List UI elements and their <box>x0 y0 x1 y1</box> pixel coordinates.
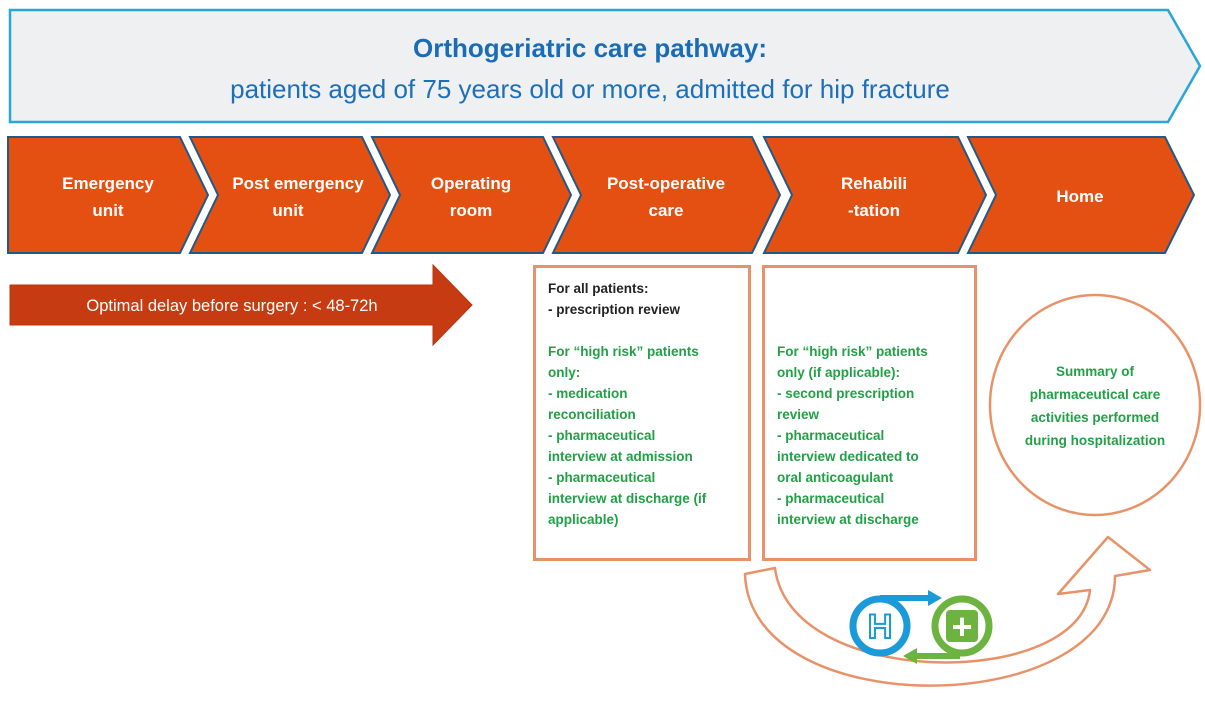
pharmacy-icon-glyph: + <box>951 606 972 647</box>
rehab-high-risk-line: review <box>777 407 820 422</box>
postop-activities-box: For all patients: - prescription review … <box>533 265 751 561</box>
summary-line: during hospitalization <box>1024 433 1166 448</box>
pharmacy-cross-bg-icon <box>946 610 978 642</box>
summary-circle-text: Summary of pharmaceutical care activitie… <box>1000 360 1190 452</box>
rehab-high-risk-line: - second prescription <box>777 386 915 401</box>
summary-circle <box>988 293 1202 517</box>
step-label-line1: Operating <box>431 174 511 193</box>
rehab-activities-box: For “high risk” patients only (if applic… <box>762 265 977 561</box>
step-post-emergency-unit: Post emergency unit <box>188 136 392 254</box>
summary-line: pharmaceutical care <box>1029 387 1161 402</box>
step-post-operative-care: Post-operative care <box>551 136 782 254</box>
step-label-line1: Rehabili <box>841 174 907 193</box>
summary-line: Summary of <box>1055 364 1135 379</box>
hospital-icon <box>849 595 911 657</box>
postop-high-risk-line: - medication <box>548 386 628 401</box>
transfer-arrowhead-bottom-icon <box>903 648 917 664</box>
postop-high-risk-line: - pharmaceutical <box>548 428 656 443</box>
delay-arrow-label: Optimal delay before surgery : < 48-72h <box>86 297 377 315</box>
postop-high-risk-line: For “high risk” patients <box>548 344 699 359</box>
postop-all-heading: For all patients: <box>548 281 649 296</box>
step-label-line1: Emergency <box>62 174 154 193</box>
postop-high-risk-line: only: <box>548 365 581 380</box>
step-label-line1: Post-operative <box>607 174 725 193</box>
header-subtitle: patients aged of 75 years old or more, a… <box>230 74 950 104</box>
transfer-arrowhead-top-icon <box>928 590 942 606</box>
step-label-line1: Post emergency <box>232 174 364 193</box>
header-banner <box>8 8 1202 124</box>
spacer <box>548 320 736 341</box>
rehab-high-risk-line: interview at discharge <box>777 512 919 527</box>
step-label-line2: room <box>450 201 493 220</box>
hospital-to-pharmacy-icon: H + <box>849 590 993 664</box>
rehab-high-risk-line: For “high risk” patients <box>777 344 928 359</box>
rehab-high-risk-line: only (if applicable): <box>777 365 901 380</box>
step-label-line2: unit <box>272 201 303 220</box>
rehab-high-risk-line: interview dedicated to <box>777 449 919 464</box>
rehab-high-risk-line: - pharmaceutical <box>777 428 885 443</box>
postop-all-item: - prescription review <box>548 302 681 317</box>
postop-high-risk-line: interview at discharge (if <box>548 491 707 506</box>
postop-high-risk-line: reconciliation <box>548 407 636 422</box>
step-home: Home <box>966 136 1196 254</box>
postop-high-risk-line: - pharmaceutical <box>548 470 656 485</box>
summary-line: activities performed <box>1030 410 1160 425</box>
step-label-line2: unit <box>92 201 123 220</box>
rehab-high-risk-line: oral anticoagulant <box>777 470 894 485</box>
postop-high-risk-line: applicable) <box>548 512 619 527</box>
header-title: Orthogeriatric care pathway: <box>413 33 767 63</box>
pathway-steps: Emergency unit Post emergency unit Opera… <box>7 136 1196 254</box>
step-rehabilitation: Rehabili -tation <box>762 136 988 254</box>
step-label-line2: -tation <box>848 201 900 220</box>
delay-arrow: Optimal delay before surgery : < 48-72h <box>9 263 473 347</box>
hospital-icon-glyph: H <box>868 608 893 646</box>
step-emergency-unit: Emergency unit <box>7 136 210 254</box>
step-label-line1: Home <box>1056 187 1103 206</box>
step-label-line2: care <box>649 201 684 220</box>
step-operating-room: Operating room <box>370 136 573 254</box>
rehab-high-risk-line: - pharmaceutical <box>777 491 885 506</box>
postop-high-risk-line: interview at admission <box>548 449 693 464</box>
